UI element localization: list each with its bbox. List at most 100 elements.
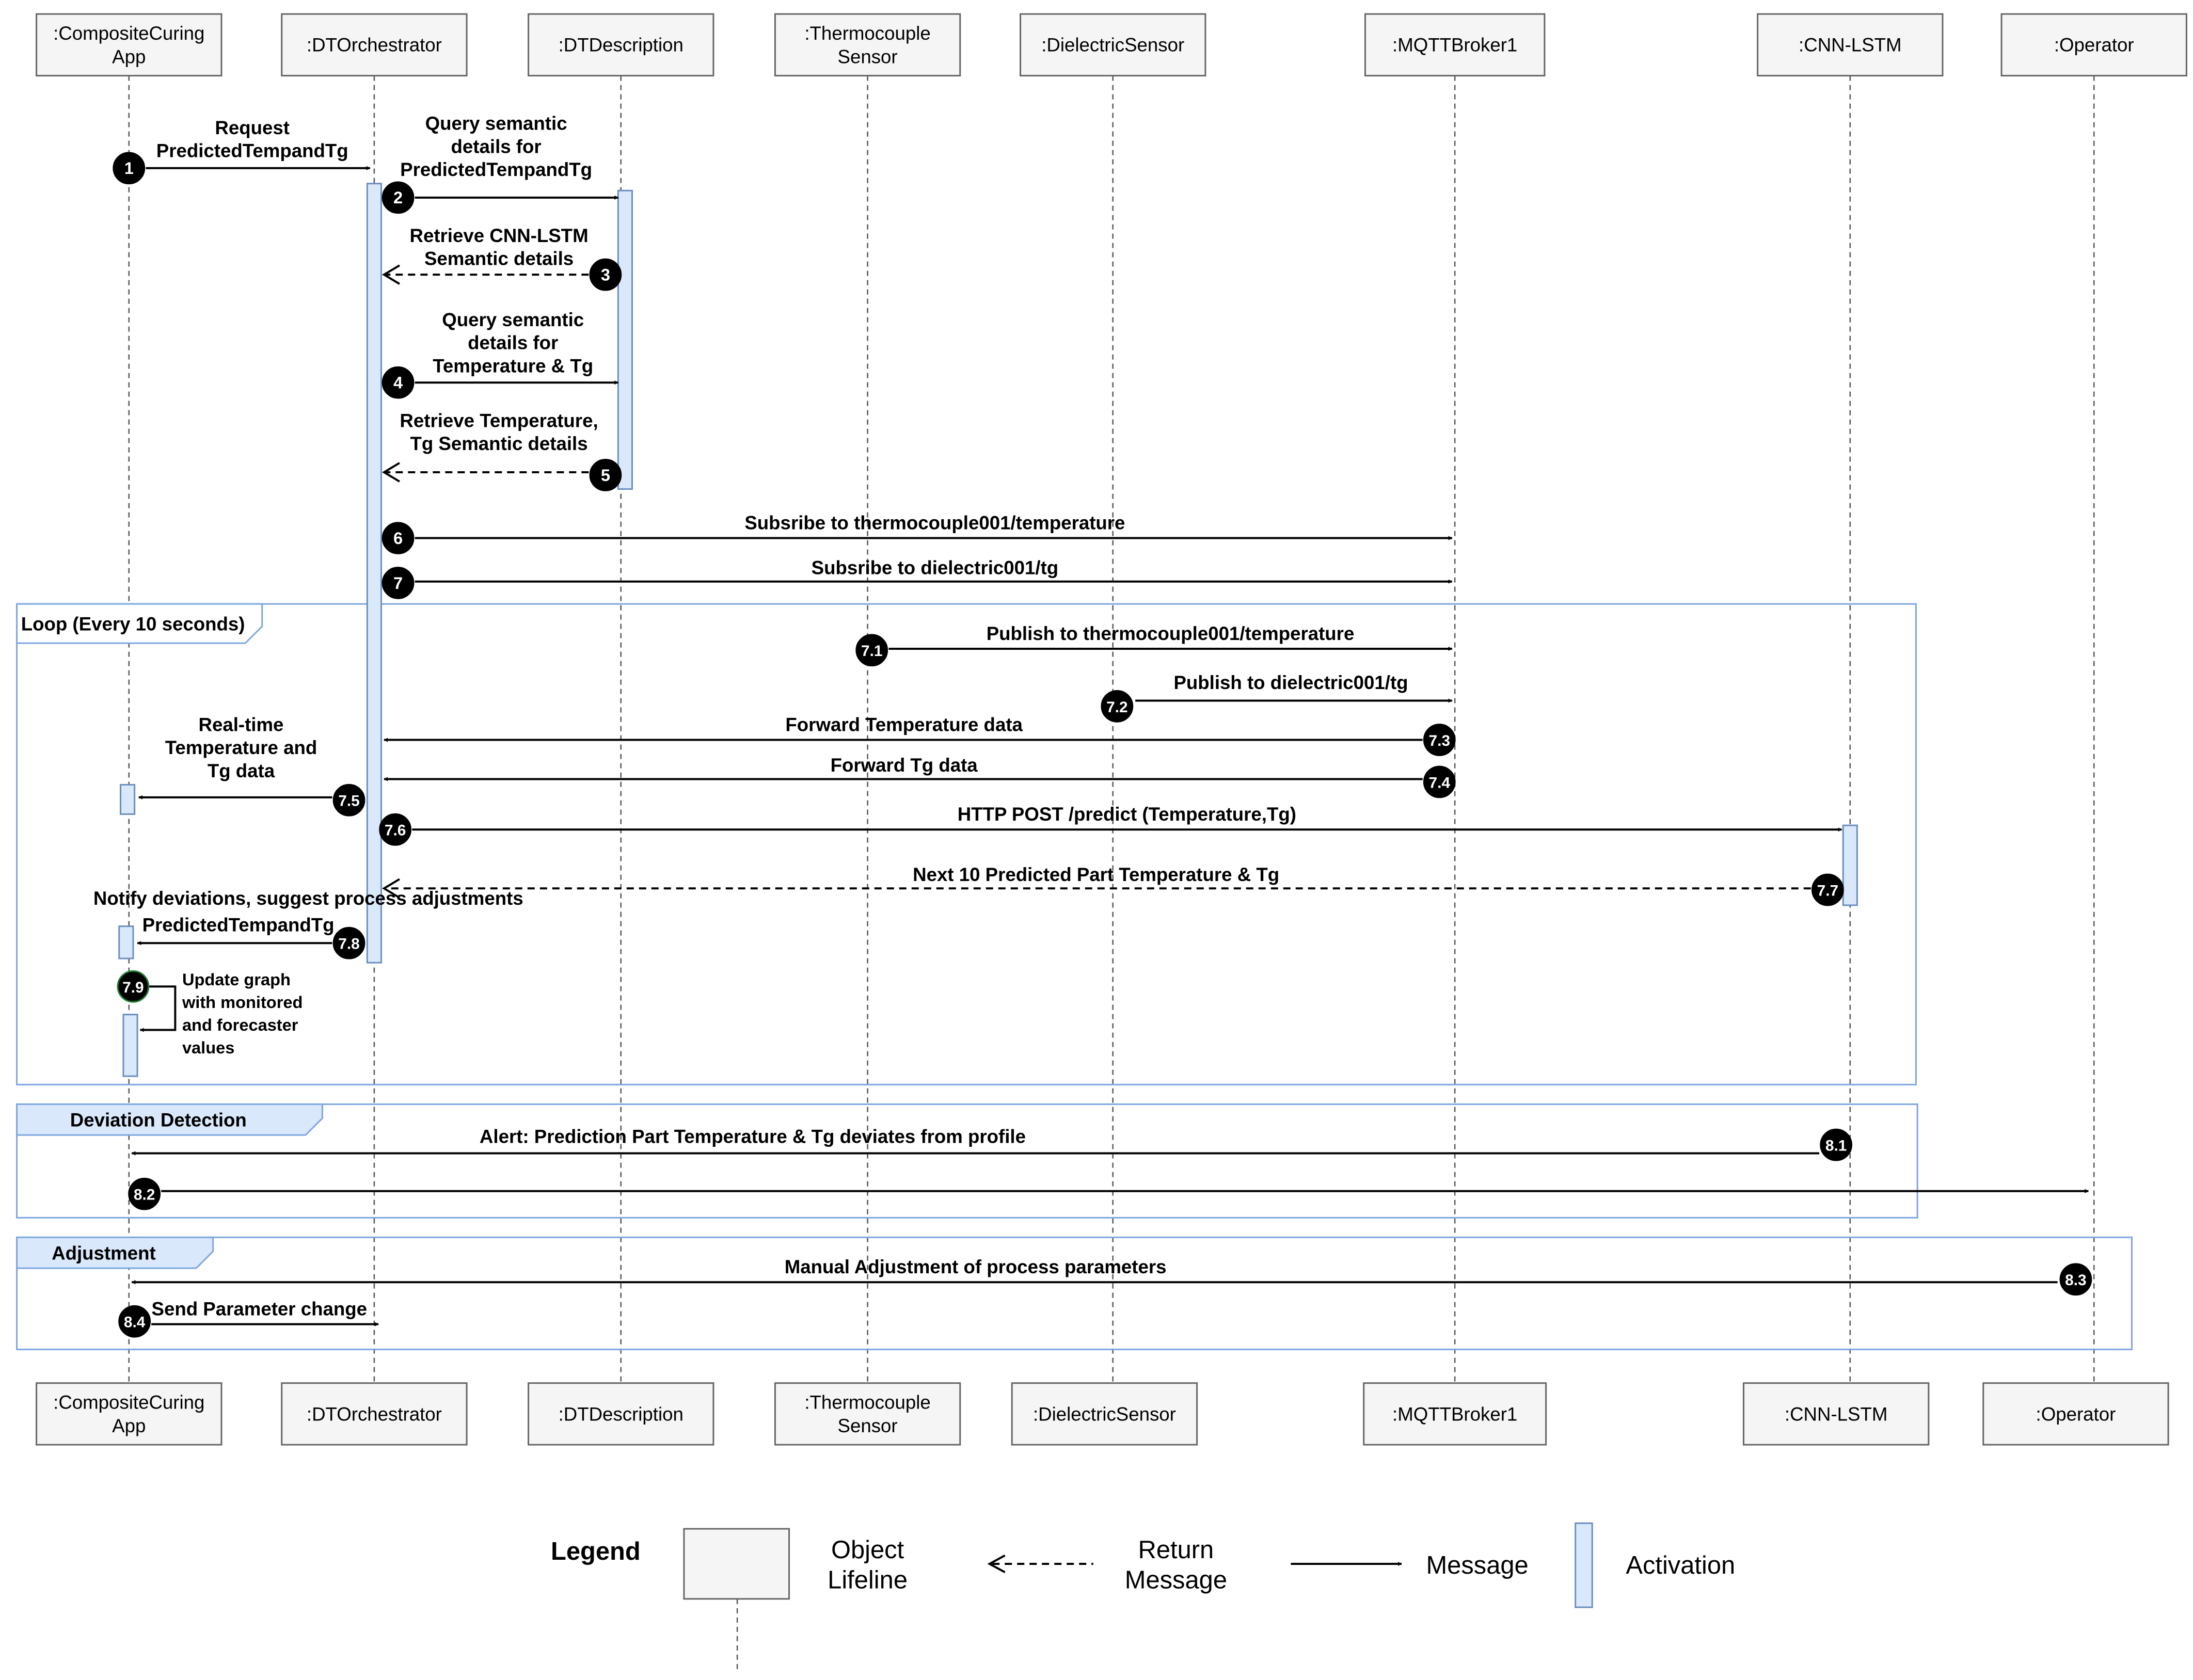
message-label: PredictedTempandTg [142,915,335,936]
step-number: 6 [393,529,403,548]
participant-name: :MQTTBroker1 [1392,1403,1517,1425]
step-number: 7.7 [1817,882,1839,899]
step-badge: 2 [382,181,415,214]
message-7: Subsribe to dielectric001/tg 7 [382,557,1453,599]
step-number: 7.3 [1429,732,1451,749]
step-badge: 7.6 [379,813,411,846]
step-badge: 7.7 [1811,873,1844,906]
participant-name: :DielectricSensor [1041,35,1184,56]
step-number: 7.6 [385,822,406,839]
participant-name: :Operator [2036,1403,2116,1425]
message-8-2: 8.2 [128,1177,2089,1210]
participant-orch-top: :DTOrchestrator [281,13,468,77]
message-label: Subsribe to thermocouple001/temperature [744,513,1125,534]
message-7-2: Publish to dielectric001/tg7.2 [1101,672,1453,723]
step-badge: 3 [589,258,622,291]
step-badge: 4 [382,366,415,399]
step-number: 7.4 [1429,774,1451,791]
step-number: 7 [393,574,403,593]
step-badge: 5 [589,459,622,491]
message-7-6: HTTP POST /predict (Temperature,Tg) 7.6 [379,804,1842,846]
step-number: 7.2 [1106,699,1128,716]
legend-title: Legend [551,1538,641,1565]
step-badge: 7.5 [332,783,366,817]
message-7-8: Notify deviations, suggest process adjus… [93,888,523,959]
participant-desc-top: :DTDescription [528,13,714,77]
open-arrowhead [382,878,400,899]
step-number: 7.1 [861,643,883,660]
participant-name: :DTOrchestrator [307,1403,442,1425]
legend-item-activation: Activation [1575,1522,1735,1608]
frames-layer: Loop (Every 10 seconds)Deviation Detecti… [16,603,2133,1351]
step-badge: 6 [382,522,415,554]
activation-bar-orch [366,183,382,964]
message-label: Forward Tg data [831,755,978,776]
step-number: 7.9 [122,979,144,996]
participant-cnn-bottom: :CNN-LSTM [1742,1382,1930,1446]
activation-bar-app [118,925,134,959]
participant-op-top: :Operator [2000,13,2187,77]
open-arrowhead [382,264,400,285]
legend-label: Activation [1626,1551,1735,1579]
step-badge: 8.3 [2059,1263,2092,1296]
message-label: HTTP POST /predict (Temperature,Tg) [958,804,1296,825]
participant-mqtt-bottom: :MQTTBroker1 [1363,1382,1547,1446]
frame-label: Loop (Every 10 seconds) [21,613,245,634]
legend-item-message: Message [1291,1551,1529,1579]
participant-name: :CNN-LSTM [1799,35,1901,56]
step-number: 3 [601,266,610,284]
message-5: Retrieve Temperature,Tg Semantic details… [382,410,622,491]
message-label: Retrieve Temperature,Tg Semantic details [400,410,598,454]
participant-diel-bottom: :DielectricSensor [1011,1382,1198,1446]
participant-orch-bottom: :DTOrchestrator [281,1382,468,1446]
step-badge: 7.4 [1423,765,1456,798]
participant-diel-top: :DielectricSensor [1020,13,1206,77]
participant-name: :DTOrchestrator [307,35,442,56]
participant-op-bottom: :Operator [1982,1382,2169,1446]
step-badge: 7.8 [332,926,366,959]
participant-name: :DielectricSensor [1033,1403,1176,1425]
participant-name: :MQTTBroker1 [1392,35,1517,56]
step-number: 8.1 [1825,1138,1847,1155]
activation-bar-app [122,1014,138,1077]
message-label: Publish to thermocouple001/temperature [987,623,1355,644]
message-label: Subsribe to dielectric001/tg [812,557,1059,578]
step-badge: 7.3 [1423,724,1456,756]
message-label: Alert: Prediction Part Temperature & Tg … [480,1126,1026,1147]
activation-bar-app [119,783,136,815]
step-number: 7.5 [338,793,360,810]
message-7-7: Next 10 Predicted Part Temperature & Tg 7… [382,864,1844,906]
step-badge: 8.2 [128,1177,161,1210]
message-label: Send Parameter change [152,1299,367,1320]
step-number: 8.4 [124,1314,146,1331]
step-badge: 7.2 [1101,690,1134,723]
message-label: Next 10 Predicted Part Temperature & Tg [913,864,1279,885]
participant-mqtt-top: :MQTTBroker1 [1364,13,1546,77]
step-number: 1 [124,159,134,178]
legend-label: Message [1426,1551,1528,1579]
participant-name: :DTDescription [559,1403,684,1425]
